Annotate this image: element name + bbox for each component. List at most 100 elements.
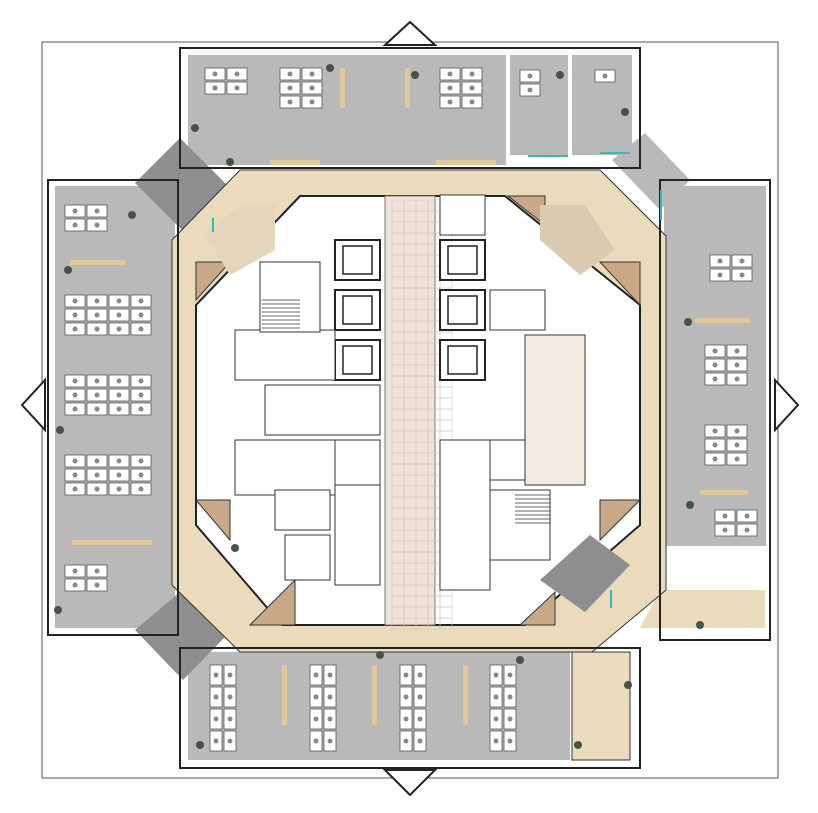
chair (138, 378, 144, 384)
core-room (274, 489, 331, 531)
plant (196, 741, 204, 749)
chair (94, 312, 100, 318)
corridor-south-east (571, 651, 631, 761)
chair (72, 222, 78, 228)
bench (70, 260, 125, 265)
meeting-room-ne (612, 133, 690, 210)
stair-east (489, 489, 551, 561)
chair (72, 486, 78, 492)
chair (469, 85, 475, 91)
chair (287, 71, 293, 77)
chair (309, 99, 315, 105)
chair (527, 87, 533, 93)
chair (72, 378, 78, 384)
floor-tile (439, 617, 453, 630)
glass-partition (660, 190, 662, 220)
plant (64, 266, 72, 274)
chair (734, 456, 740, 462)
chair (213, 694, 219, 700)
core-room (264, 384, 381, 436)
chair (403, 672, 409, 678)
chair (717, 272, 723, 278)
chair (72, 326, 78, 332)
plant (574, 741, 582, 749)
stair-west (259, 261, 321, 333)
chair (212, 71, 218, 77)
core-room (334, 484, 381, 586)
service-room-ne2 (598, 261, 641, 307)
wall-segment (659, 179, 771, 641)
chair (227, 694, 233, 700)
chair (212, 85, 218, 91)
core-room (439, 439, 491, 591)
chair (94, 222, 100, 228)
chair (313, 716, 319, 722)
chair (138, 326, 144, 332)
service-room-se (518, 590, 556, 626)
bench (695, 318, 750, 323)
chair (94, 326, 100, 332)
bench (282, 665, 287, 725)
exterior-walls (47, 47, 771, 769)
furniture (54, 64, 758, 752)
plant (56, 426, 64, 434)
chair (94, 582, 100, 588)
chair (417, 716, 423, 722)
plant (191, 124, 199, 132)
bench (270, 160, 320, 165)
chair (94, 568, 100, 574)
chair (417, 672, 423, 678)
chair (227, 672, 233, 678)
chair (469, 71, 475, 77)
lounge-se (640, 590, 765, 628)
chair (227, 716, 233, 722)
glass-partition (528, 155, 568, 157)
chair (734, 442, 740, 448)
chair (213, 716, 219, 722)
chair (327, 672, 333, 678)
chair (138, 312, 144, 318)
chair (116, 378, 122, 384)
chair (72, 392, 78, 398)
bench (340, 68, 345, 108)
plant (231, 544, 239, 552)
service-room-s (248, 578, 296, 626)
chair (507, 738, 513, 744)
core-room (489, 289, 546, 331)
chair (447, 85, 453, 91)
chair (234, 85, 240, 91)
elevator-car (342, 345, 373, 375)
glass-partition (600, 152, 630, 154)
chair (744, 513, 750, 519)
office-core-ne (540, 205, 615, 275)
core-room (439, 194, 486, 236)
chair (138, 472, 144, 478)
chair (138, 392, 144, 398)
chair (507, 672, 513, 678)
elevator-car (447, 245, 478, 275)
chair (417, 694, 423, 700)
chair (722, 513, 728, 519)
chair (116, 472, 122, 478)
restrooms (524, 334, 586, 486)
chair (72, 568, 78, 574)
wall-segment (179, 47, 641, 169)
plant (621, 108, 629, 116)
chair (116, 486, 122, 492)
core-room (489, 439, 531, 481)
chair (712, 428, 718, 434)
office-core-nw (205, 205, 275, 275)
chair (94, 378, 100, 384)
chair (493, 672, 499, 678)
bench (372, 665, 377, 725)
bay-east (774, 377, 800, 433)
chair (138, 486, 144, 492)
meeting-room-sw (135, 592, 225, 680)
bay-west (20, 377, 46, 433)
plant (54, 606, 62, 614)
chair (116, 312, 122, 318)
plant (128, 211, 136, 219)
wall-segment (179, 647, 641, 769)
chair (493, 716, 499, 722)
